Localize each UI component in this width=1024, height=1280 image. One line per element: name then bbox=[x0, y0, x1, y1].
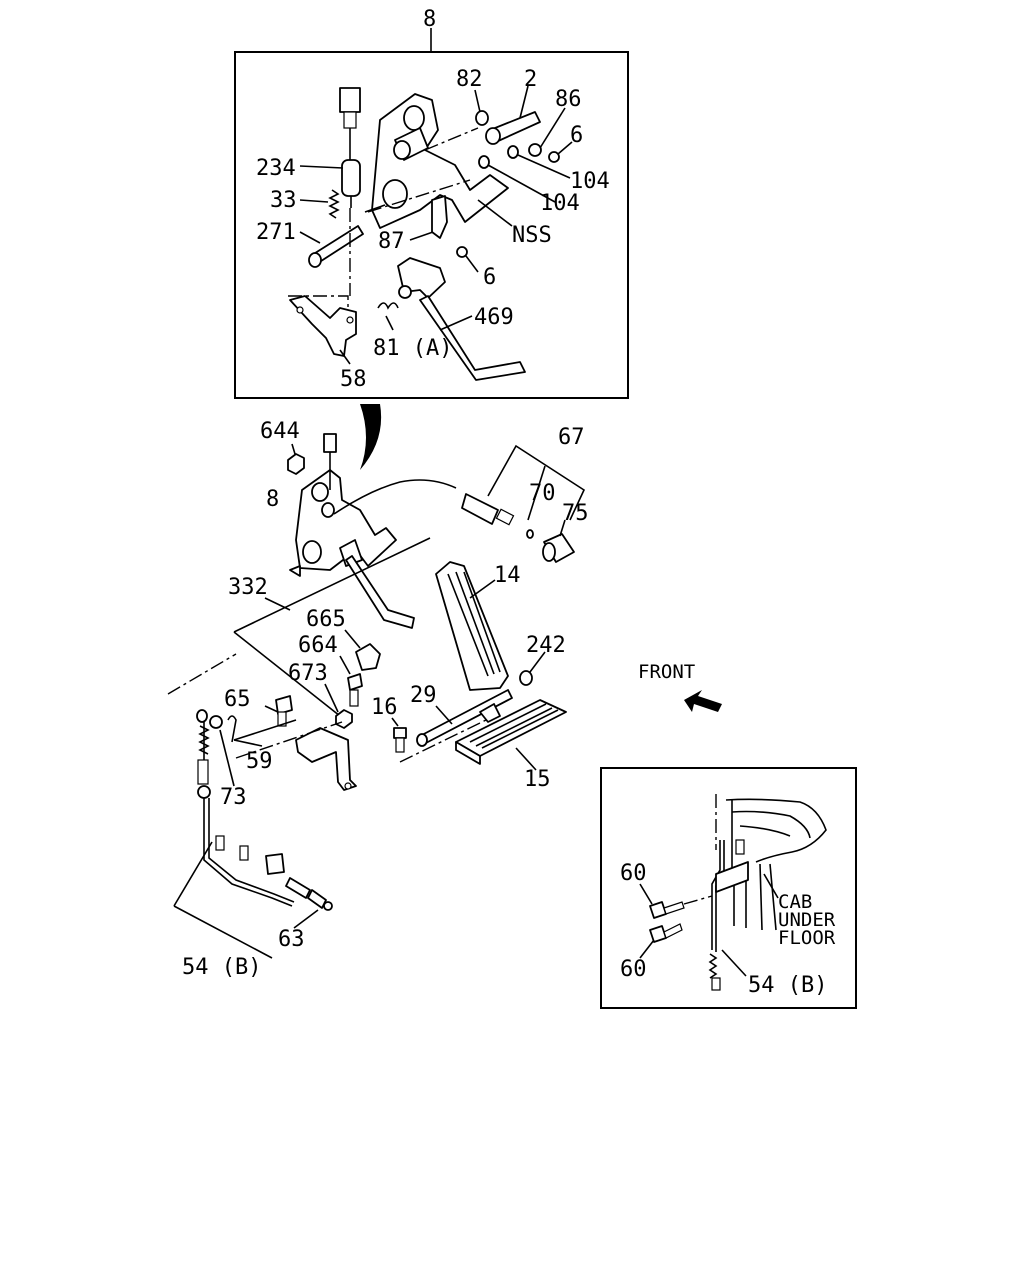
washer-73 bbox=[209, 715, 223, 729]
label-644: 644 bbox=[260, 419, 300, 444]
label-234: 234 bbox=[256, 156, 296, 181]
cable-end-67 bbox=[461, 493, 515, 526]
label-16: 16 bbox=[371, 695, 398, 720]
detail-pointer bbox=[360, 404, 382, 470]
bolt-664 bbox=[347, 673, 363, 707]
label-floor: FLOOR bbox=[778, 927, 836, 949]
clevis-2 bbox=[485, 111, 541, 145]
label-6-lower: 6 bbox=[483, 265, 496, 290]
label-673: 673 bbox=[288, 661, 328, 686]
pedal-pad-15 bbox=[455, 699, 567, 765]
label-271: 271 bbox=[256, 220, 296, 245]
bolt-60-upper bbox=[649, 901, 685, 919]
spring-81a bbox=[377, 302, 399, 310]
nut-673 bbox=[335, 709, 353, 729]
clip-70 bbox=[526, 529, 534, 539]
clip-6a bbox=[548, 151, 560, 163]
detail-box-top: 8 bbox=[234, 7, 629, 399]
pedal-arm-469 bbox=[397, 257, 526, 381]
cap-665 bbox=[355, 643, 381, 671]
label-54b-inset: 54 (B) bbox=[748, 973, 827, 998]
bracket-8-main bbox=[289, 433, 397, 577]
label-60-lower: 60 bbox=[620, 957, 647, 982]
front-arrow-icon bbox=[684, 690, 722, 712]
accelerator-pedal-14 bbox=[435, 561, 509, 691]
label-65: 65 bbox=[224, 687, 251, 712]
nut-644 bbox=[287, 453, 305, 475]
cable-54b bbox=[167, 653, 333, 911]
label-8-main: 8 bbox=[266, 487, 279, 512]
label-cab: CAB bbox=[778, 891, 812, 913]
label-86: 86 bbox=[555, 87, 582, 112]
bolt-60-lower bbox=[649, 923, 683, 943]
label-2: 2 bbox=[524, 67, 537, 92]
label-8-top: 8 bbox=[423, 7, 436, 32]
label-15: 15 bbox=[524, 767, 551, 792]
washer-104b bbox=[478, 155, 490, 169]
label-under: UNDER bbox=[778, 909, 836, 931]
front-indicator: FRONT bbox=[638, 661, 722, 712]
pin-271 bbox=[308, 225, 364, 268]
switch-87 bbox=[431, 195, 448, 239]
label-58: 58 bbox=[340, 367, 367, 392]
label-75: 75 bbox=[562, 501, 589, 526]
leader-332 bbox=[233, 537, 431, 633]
bolt-16 bbox=[393, 727, 407, 753]
washer-86 bbox=[528, 143, 542, 157]
label-81a: 81 (A) bbox=[373, 336, 452, 361]
label-664: 664 bbox=[298, 633, 338, 658]
detail-box-inset: 60 60 CAB UNDER FLOOR 54 (B) bbox=[600, 767, 857, 1009]
label-242: 242 bbox=[526, 633, 566, 658]
label-104-upper: 104 bbox=[570, 169, 610, 194]
label-14: 14 bbox=[494, 563, 521, 588]
label-60-upper: 60 bbox=[620, 861, 647, 886]
label-469: 469 bbox=[474, 305, 514, 330]
spring-33 bbox=[328, 189, 340, 219]
label-33: 33 bbox=[270, 188, 297, 213]
label-73: 73 bbox=[220, 785, 247, 810]
label-332: 332 bbox=[228, 575, 268, 600]
label-59: 59 bbox=[246, 749, 273, 774]
main-assembly: 644 8 67 70 75 14 332 665 664 673 242 65… bbox=[167, 419, 589, 980]
label-82: 82 bbox=[456, 67, 483, 92]
pedal-arm-main bbox=[345, 555, 415, 629]
bracket-58 bbox=[289, 295, 357, 357]
connector-plug bbox=[339, 87, 361, 208]
washer-104a bbox=[507, 145, 519, 159]
clip-6b bbox=[456, 246, 468, 258]
washer-242 bbox=[519, 670, 533, 686]
label-54b-main: 54 (B) bbox=[182, 955, 261, 980]
cable-67 bbox=[333, 479, 457, 515]
bolt-65 bbox=[275, 695, 293, 727]
label-front: FRONT bbox=[638, 661, 695, 683]
clip-73-pin bbox=[227, 715, 237, 743]
cap-75 bbox=[542, 533, 575, 563]
label-87: 87 bbox=[378, 229, 405, 254]
label-70: 70 bbox=[529, 481, 556, 506]
bracket-59 bbox=[295, 727, 357, 791]
label-nss: NSS bbox=[512, 223, 552, 248]
label-104-lower: 104 bbox=[540, 191, 580, 216]
label-63: 63 bbox=[278, 927, 305, 952]
label-665: 665 bbox=[306, 607, 346, 632]
label-6-upper: 6 bbox=[570, 123, 583, 148]
label-67: 67 bbox=[558, 425, 585, 450]
bushing-82 bbox=[475, 110, 489, 126]
shaft-29 bbox=[416, 689, 513, 747]
label-29: 29 bbox=[410, 683, 437, 708]
